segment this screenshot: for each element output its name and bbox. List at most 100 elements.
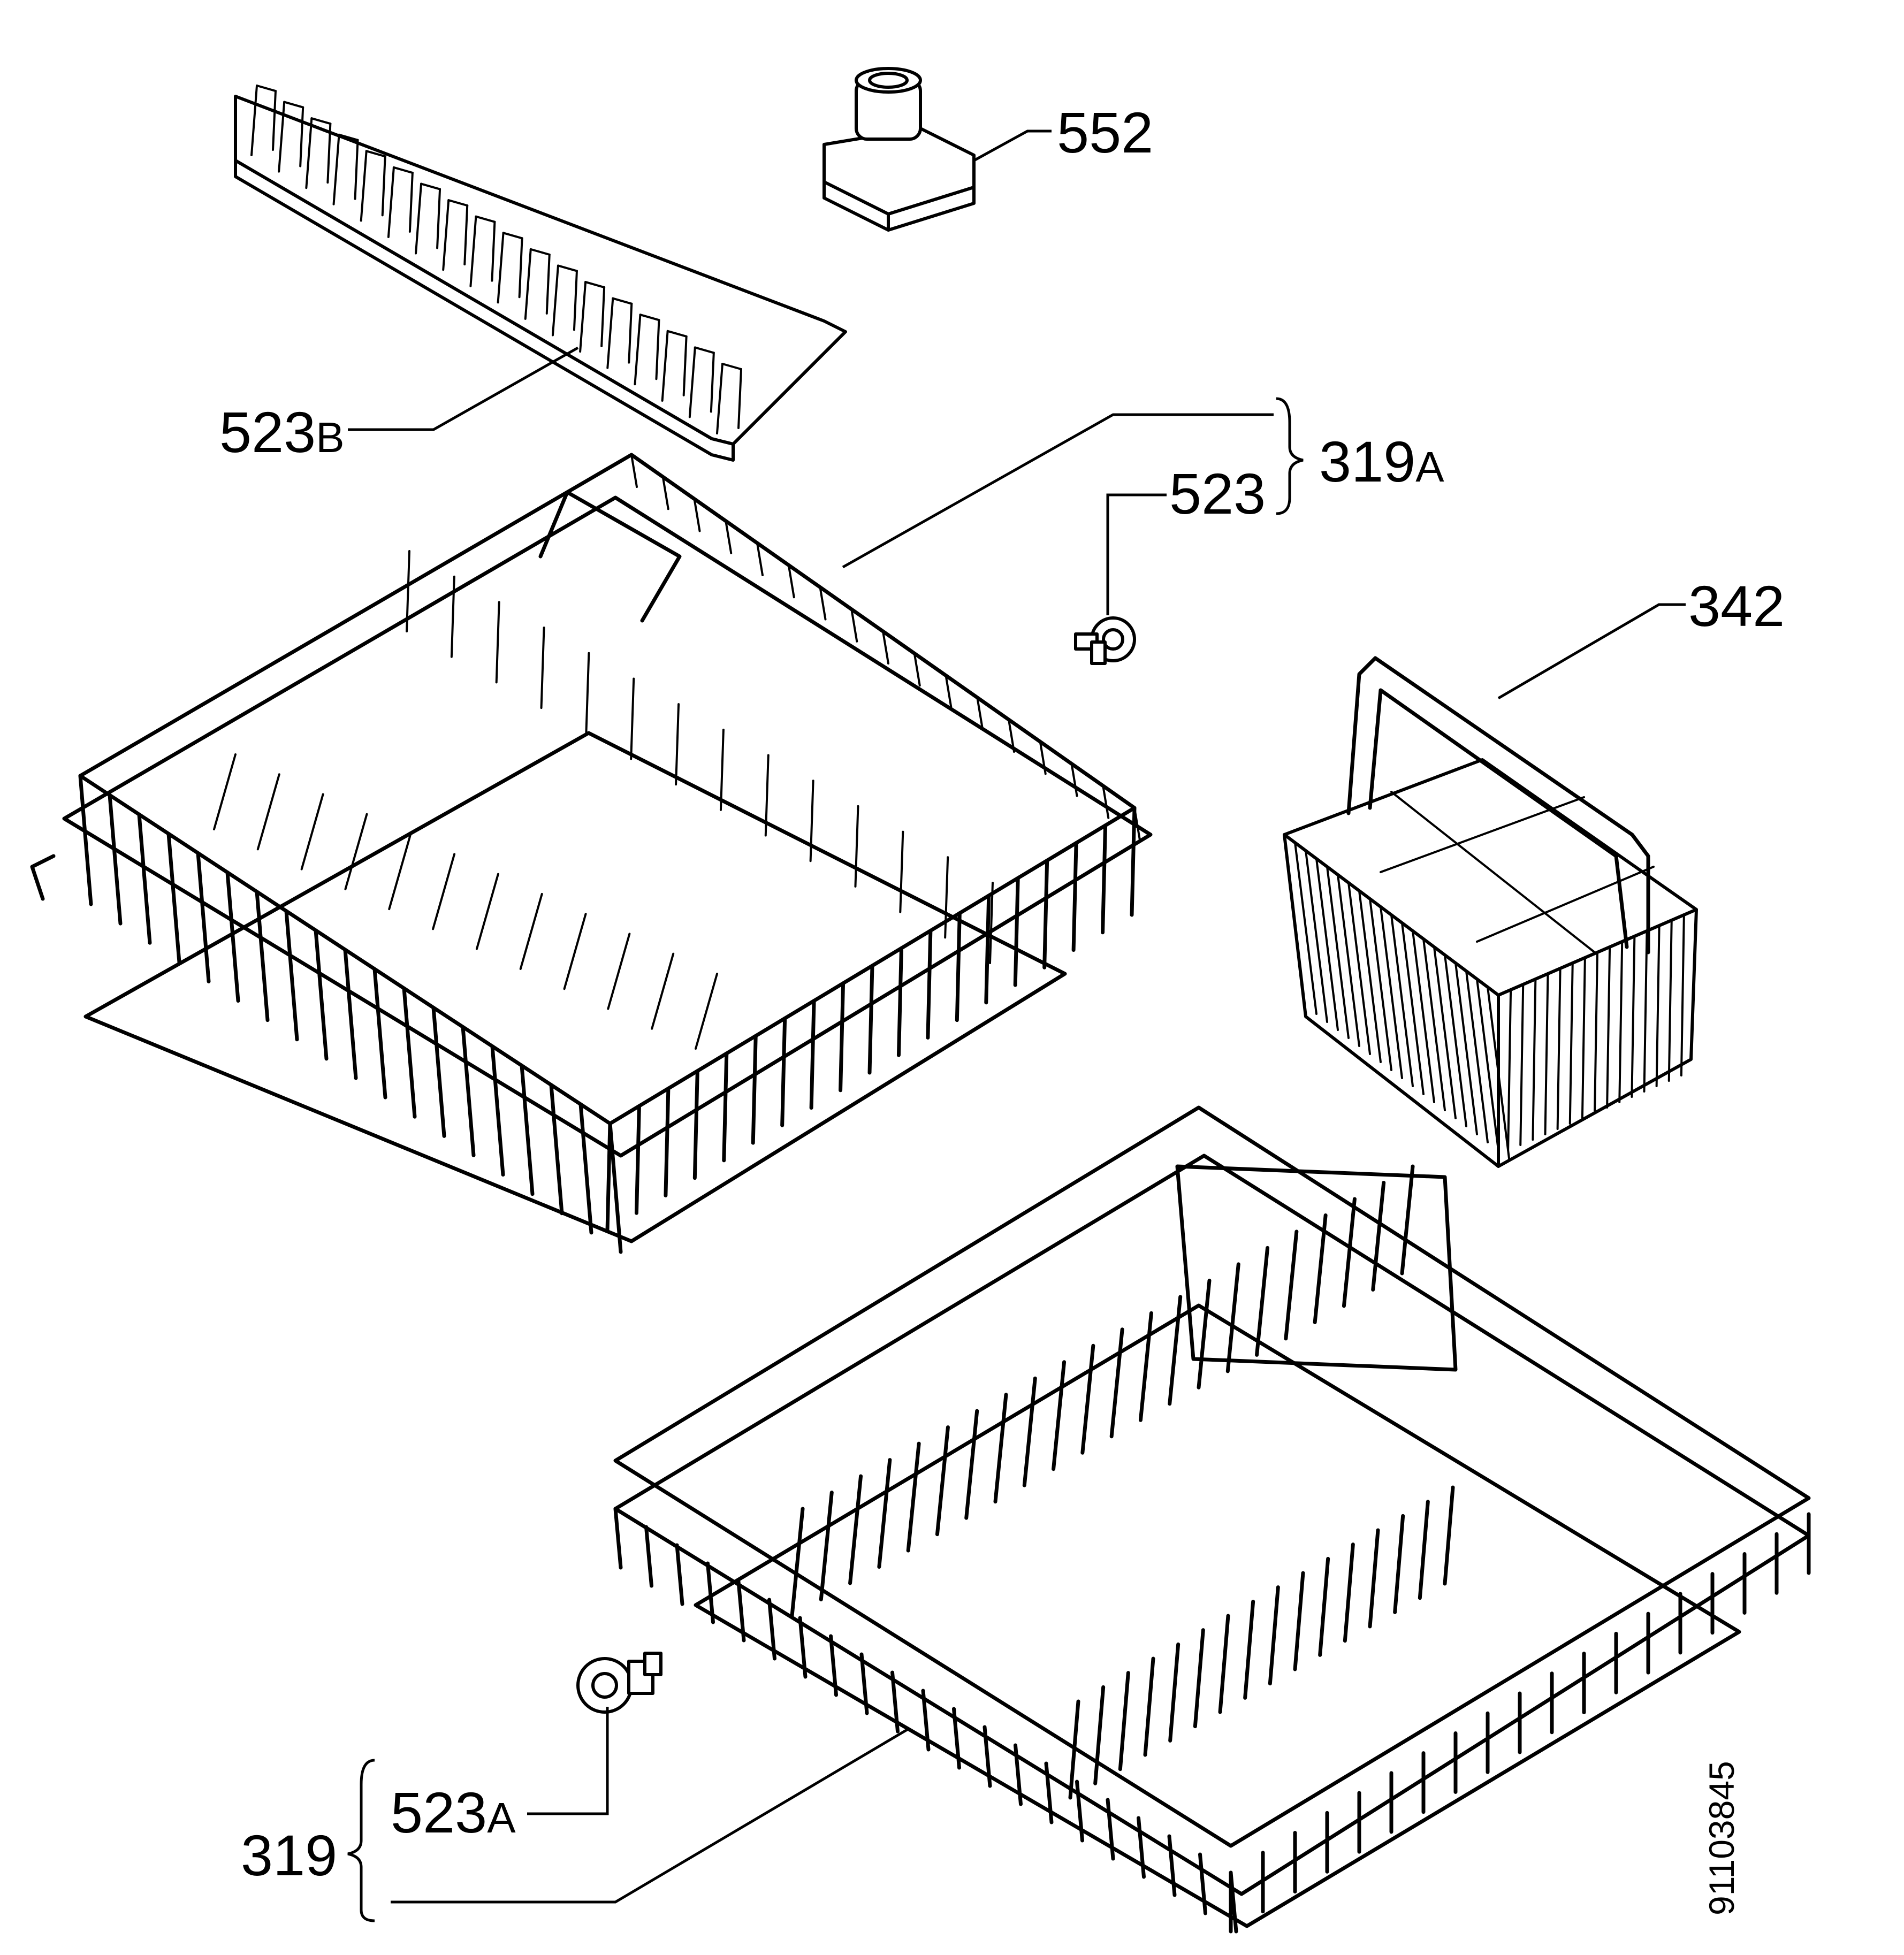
wire-segment [628,302,633,364]
wire-segment [585,652,590,735]
wire-segment [1412,930,1435,1103]
wire-segment [584,281,606,289]
wire-segment [634,1104,641,1215]
wire-segment [461,1025,476,1157]
wire-segment [314,928,329,1061]
label-523b-number: 523 [219,400,316,464]
wire-segment [1198,1852,1207,1915]
wire-segment [502,232,523,240]
wire-segment [634,314,642,386]
wire-segment [557,264,578,272]
wire-segment [1606,946,1611,1109]
wire-segment [1143,1656,1155,1757]
wire-segment [1581,957,1586,1119]
wire-segment [540,627,545,709]
wire-segment [1068,1699,1080,1800]
wire-segment [1544,973,1549,1135]
wire-segment [1371,1180,1386,1292]
wire-segment [639,314,660,322]
wire-segment [1444,954,1467,1127]
rack-adapter-552 [822,67,976,232]
wire-segment [859,1652,869,1715]
wire-segment [1443,1485,1455,1586]
wire-segment [1168,1295,1183,1406]
wire-segment [630,454,638,488]
wire-segment [360,150,368,222]
wire-segment [78,774,93,906]
wire-segment [256,773,280,851]
wire-segment [608,1121,623,1254]
wire-segment [706,1561,715,1624]
wire-segment [1093,1685,1106,1785]
wire-segment [256,85,277,92]
wire-segment [899,830,904,913]
wire-segment [790,1507,805,1618]
wire-segment [935,1425,950,1537]
wire-segment [402,986,417,1119]
wire-segment [984,894,991,1005]
wire-segment [819,586,827,621]
wire-segment [1168,1642,1181,1743]
wire-segment [1313,1213,1328,1324]
wire-segment [605,1121,612,1233]
wire-segment [520,1064,535,1196]
wire-segment [1293,1571,1305,1671]
wire-segment [913,652,921,687]
wire-segment [848,1474,863,1585]
wire-segment [1052,1360,1067,1471]
wire-segment [1315,858,1339,1031]
label-523a-number: 523 [391,1780,487,1845]
wire-segment [688,346,696,418]
wire-segment [725,520,733,554]
wire-segment [664,1086,671,1197]
wire-segment [877,1458,892,1569]
wire-segment [1532,978,1537,1141]
wire-segment [1390,914,1414,1087]
wire-segment [344,813,368,890]
wire-segment [1594,951,1598,1114]
wire-segment [1433,946,1457,1119]
wire-segment [926,928,933,1040]
wire-segment [213,753,237,830]
wire-segment [1342,1197,1357,1308]
wire-segment [420,182,441,190]
wire-segment [447,199,469,207]
wire-segment [415,182,423,255]
wire-segment [798,1616,808,1679]
wire-segment [338,133,359,141]
wire-segment [250,85,258,156]
wire-segment [606,297,614,369]
wire-segment [661,476,669,510]
wire-segment [850,608,858,643]
wire-segment [388,833,412,911]
wire-segment [921,1689,931,1752]
wire-segment [716,363,723,434]
wire-segment [490,1044,505,1177]
plate-rack-insert-523b [234,85,847,462]
wire-segment [284,909,299,1042]
wire-segment [1013,876,1020,987]
wire-segment [721,363,742,370]
label-523a-suffix: A [487,1794,516,1842]
wire-segment [1487,986,1510,1159]
wire-segment [989,882,994,964]
wire-segment [839,981,846,1093]
wire-segment [952,1707,961,1770]
wire-segment [666,330,688,338]
wire-segment [722,1051,729,1163]
wire-segment [1130,806,1137,917]
wire-segment [406,550,410,632]
wire-segment [945,674,953,709]
wire-segment [1400,1164,1415,1276]
wire-segment [519,892,543,970]
wire-segment [1106,1798,1115,1861]
wire-segment [326,123,332,184]
wire-segment [655,319,660,380]
wire-segment [1255,1246,1270,1357]
wire-segment [1631,935,1636,1098]
wire-segment [809,780,814,862]
wire-segment [1138,1311,1153,1422]
upper-basket-319a [30,453,1153,1254]
wire-segment [1268,1585,1280,1686]
